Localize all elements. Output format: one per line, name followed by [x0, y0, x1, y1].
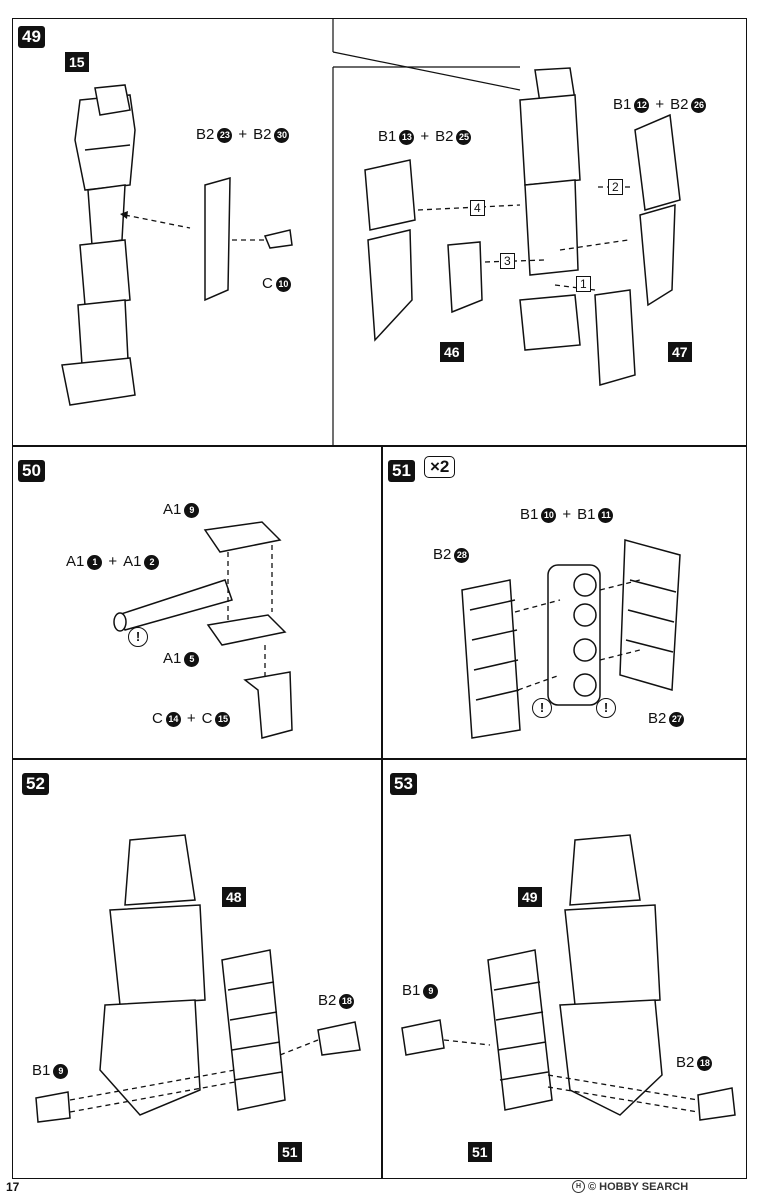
order-1: 1 — [576, 276, 591, 292]
part-b2-18 — [317, 1021, 361, 1056]
order-2: 2 — [608, 179, 623, 195]
part-c10 — [263, 229, 293, 249]
part-a1-9 — [203, 521, 282, 553]
step-number: 53 — [390, 773, 417, 795]
watermark: H © HOBBY SEARCH — [572, 1180, 688, 1193]
track-51 — [487, 949, 553, 1111]
part-b1-9 — [401, 1019, 445, 1056]
step-number: 52 — [22, 773, 49, 795]
part-ref-49: 49 — [518, 887, 542, 907]
plus-sign: + — [108, 553, 118, 570]
part-ref-15: 15 — [65, 52, 89, 72]
hobby-search-logo-icon: H — [572, 1180, 585, 1193]
track-51 — [221, 949, 286, 1111]
plus-sign: + — [562, 506, 572, 523]
part-b1-9 — [35, 1091, 71, 1123]
page-number: 17 — [6, 1180, 20, 1194]
armor-b1-12 — [634, 113, 681, 307]
step-49-drawing — [61, 19, 681, 445]
part-b2-18 — [697, 1087, 736, 1121]
step-50-drawing — [113, 521, 293, 739]
part-ref-48: 48 — [222, 887, 246, 907]
plus-sign: + — [655, 96, 665, 113]
plus-sign: + — [420, 128, 430, 145]
track-b2-28 — [461, 579, 521, 739]
order-4: 4 — [470, 200, 485, 216]
step-number: 50 — [18, 460, 45, 482]
part-ref-51: 51 — [278, 1142, 302, 1162]
armor-b1-13 — [364, 159, 416, 342]
part-a1-5 — [206, 614, 287, 646]
part-47 — [594, 289, 636, 386]
part-46 — [447, 241, 483, 314]
plus-sign: + — [238, 126, 248, 143]
part-c14-c15 — [243, 671, 293, 739]
quantity-multiplier: ×2 — [424, 456, 456, 478]
step-51-drawing — [461, 539, 681, 739]
leg-assembly-15 — [61, 84, 136, 406]
leg-assembly-center — [519, 67, 581, 351]
leg-assembly-49 — [569, 834, 641, 906]
wheels-b1-10-11 — [547, 564, 601, 706]
plus-sign: + — [186, 710, 196, 727]
leg-assembly-48 — [124, 834, 196, 906]
caution-icon: ! — [596, 698, 616, 718]
watermark-text: © HOBBY SEARCH — [588, 1180, 689, 1193]
armor-plate-b2 — [204, 177, 231, 302]
part-ref-46: 46 — [440, 342, 464, 362]
step-53-panel — [382, 759, 747, 1179]
part-ref-47: 47 — [668, 342, 692, 362]
part-ref-51: 51 — [468, 1142, 492, 1162]
step-number: 49 — [18, 26, 45, 48]
caution-icon: ! — [532, 698, 552, 718]
order-3: 3 — [500, 253, 515, 269]
caution-icon: ! — [128, 627, 148, 647]
step-number: 51 — [388, 460, 415, 482]
